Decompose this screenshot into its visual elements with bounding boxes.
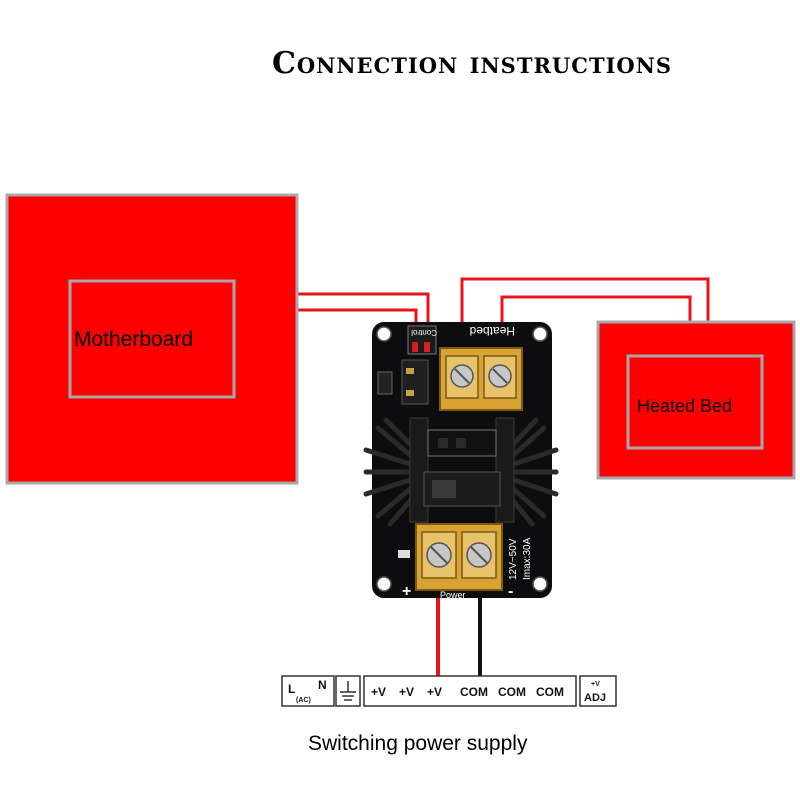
silkscreen-power: Power (440, 590, 466, 600)
terminal-l: L (288, 682, 295, 696)
silkscreen-heatbed: Heatbed (470, 324, 515, 338)
terminal-adj-top: +V (591, 681, 600, 688)
mosfet-icon (377, 371, 393, 395)
terminal-adj: ADJ (584, 692, 606, 704)
power-supply-label: Switching power supply (308, 732, 528, 755)
heated-bed-box (596, 320, 796, 480)
power-supply-terminals (281, 675, 617, 707)
silkscreen-control: Control (411, 328, 437, 337)
terminal-ac: (AC) (296, 697, 311, 704)
terminal-v1: +V (371, 685, 386, 699)
terminal-v2: +V (399, 685, 414, 699)
terminal-n: N (318, 678, 327, 692)
motherboard-box (5, 193, 299, 485)
silkscreen-minus: - (508, 583, 513, 600)
terminal-v3: +V (427, 685, 442, 699)
mosfet-module: Control Heatbed (363, 322, 559, 600)
silkscreen-voltage: 12V~50V (508, 538, 519, 580)
silkscreen-plus: + (402, 583, 411, 600)
terminal-com2: COM (498, 685, 526, 699)
silkscreen-current: Imax:30A (522, 537, 533, 580)
power-terminal-block (415, 523, 503, 591)
screw-terminal-icon (439, 347, 523, 411)
motherboard-label: Motherboard (74, 328, 194, 351)
diagram-title: Connection instructions (272, 46, 673, 81)
ground-icon (340, 681, 356, 701)
heated-bed-label: Heated Bed (637, 396, 733, 416)
wire-heatbed-1 (460, 277, 710, 350)
terminal-com1: COM (460, 685, 488, 699)
terminal-com3: COM (536, 685, 564, 699)
